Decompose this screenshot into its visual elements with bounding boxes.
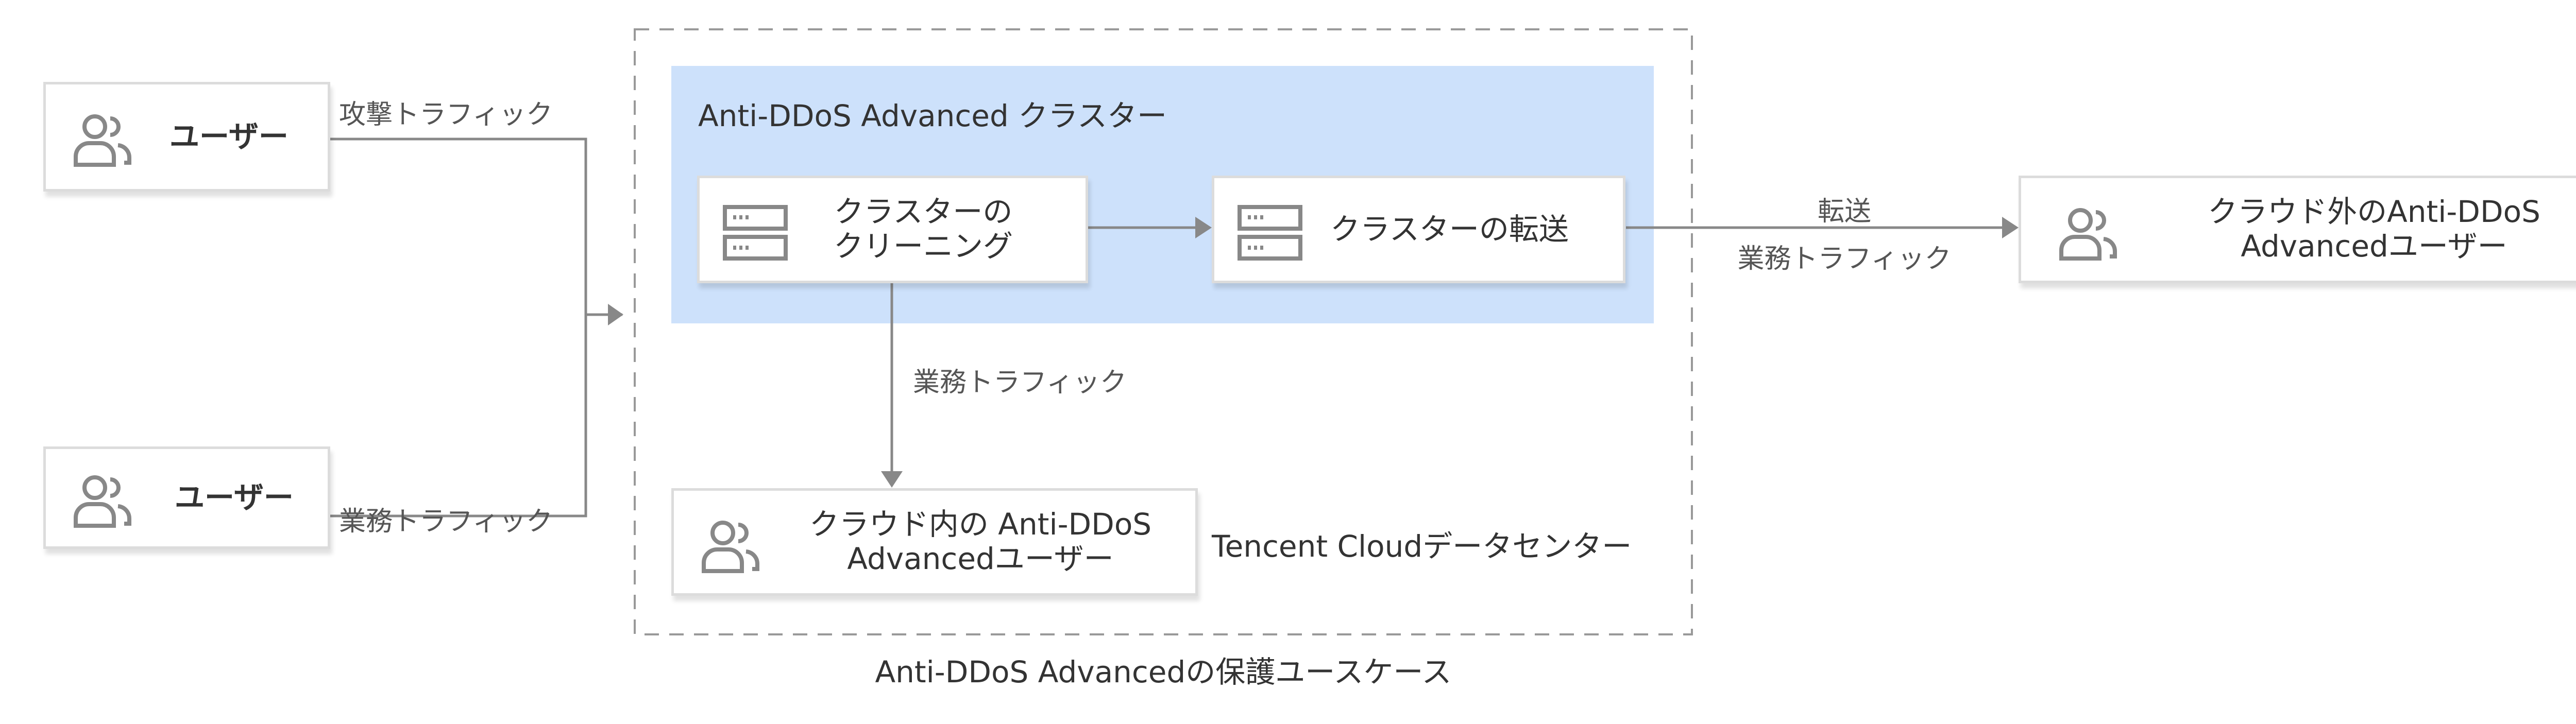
external-user-line2: Advancedユーザー	[2241, 228, 2507, 264]
users-icon	[2059, 208, 2117, 261]
cleaning-label-line2: クリーニング	[834, 228, 1013, 264]
cleaning-cluster-box: クラスターの クリーニング	[697, 176, 1088, 283]
internal-user-label: クラウド内の Anti-DDoS Advancedユーザー	[772, 507, 1189, 576]
user-box-business: ユーザー	[43, 446, 330, 549]
user-box-attack: ユーザー	[43, 82, 330, 192]
users-icon	[702, 521, 760, 573]
cleaning-label-line1: クラスターの	[834, 194, 1013, 229]
users-icon	[74, 475, 132, 528]
forward-traffic-label: 業務トラフィック	[1737, 244, 1952, 274]
external-user-label: クラウド外のAnti-DDoS Advancedユーザー	[2134, 195, 2576, 263]
external-user-box: クラウド外のAnti-DDoS Advancedユーザー	[2019, 176, 2576, 283]
internal-traffic-label: 業務トラフィック	[913, 367, 1127, 398]
attack-traffic-label: 攻撃トラフィック	[339, 99, 553, 130]
user-label: ユーザー	[170, 119, 289, 154]
internal-user-line1: クラウド内の Anti-DDoS	[809, 507, 1152, 542]
user-label: ユーザー	[175, 480, 294, 515]
forwarding-cluster-box: クラスターの転送	[1212, 176, 1625, 283]
datacenter-boundary	[634, 28, 1693, 635]
cleaning-label: クラスターの クリーニング	[834, 195, 1013, 263]
users-icon	[74, 114, 132, 167]
datacenter-label: Tencent Cloudデータセンター	[1212, 529, 1632, 564]
business-traffic-label: 業務トラフィック	[339, 506, 553, 537]
internal-user-box: クラウド内の Anti-DDoS Advancedユーザー	[671, 488, 1198, 596]
server-icon	[1238, 205, 1302, 261]
users-merge-line	[330, 137, 587, 518]
forwarding-label: クラスターの転送	[1330, 212, 1569, 247]
server-icon	[723, 205, 788, 261]
external-user-line1: クラウド外のAnti-DDoS	[2208, 194, 2540, 229]
diagram-caption: Anti-DDoS Advancedの保護ユースケース	[875, 654, 1452, 689]
cluster-title: Anti-DDoS Advanced クラスター	[698, 98, 1167, 133]
internal-user-line2: Advancedユーザー	[847, 541, 1114, 576]
forward-label: 転送	[1817, 196, 1871, 227]
